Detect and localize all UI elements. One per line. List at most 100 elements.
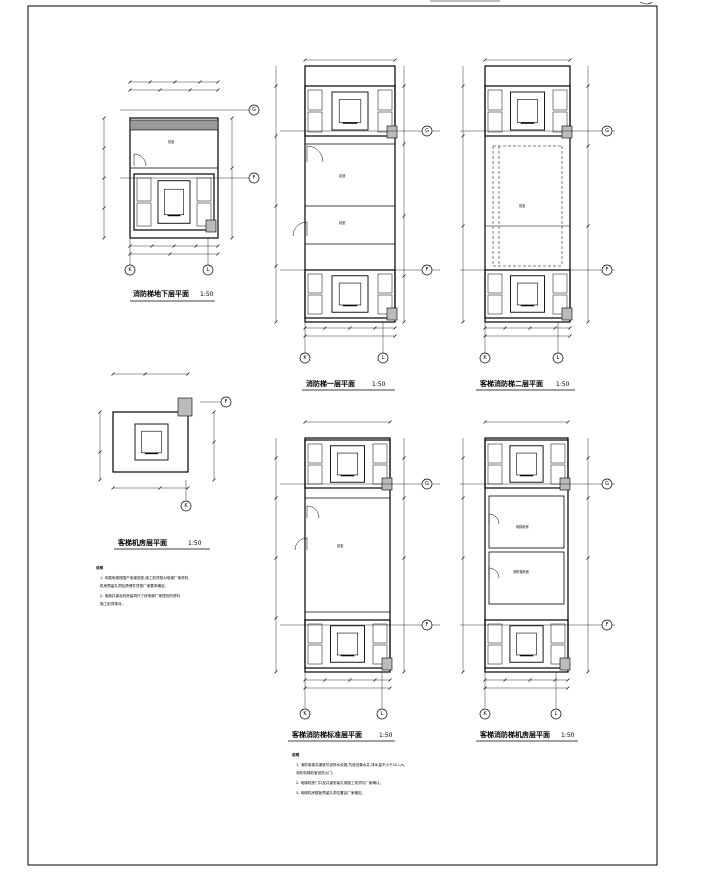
grid-bubble: [421, 264, 433, 276]
dimension-tick: [98, 450, 102, 454]
notes-left: 说明 1. 本图电梯按国产电梯选型,施工前须核对电梯厂家资料, 机房预留孔洞及预…: [96, 565, 190, 606]
dimension-tick: [148, 80, 152, 84]
elevator-car: [509, 445, 544, 483]
grid-bubble: [479, 352, 491, 364]
counterweight: [487, 273, 503, 294]
room-label-machine-2: 消防梯机房: [513, 569, 529, 574]
door-swing: [294, 537, 308, 551]
counterweight: [487, 111, 503, 133]
shaft-outline: [304, 619, 391, 669]
door-swing: [306, 145, 324, 163]
scale-floor2: 1:50: [556, 381, 570, 388]
counterweight: [377, 273, 393, 294]
notes-bottom-line: 3. 电梯机房楼板预留孔洞位置由厂家确定。: [296, 790, 365, 795]
dimension-tick: [461, 670, 465, 674]
dimension-tick: [388, 420, 392, 424]
elevator-car-inner: [164, 188, 184, 216]
dimension-tick: [102, 236, 106, 240]
grid-label: K: [303, 711, 307, 717]
grid-label: G: [425, 481, 429, 487]
grid-label: K: [483, 355, 487, 361]
counterweight: [552, 89, 568, 111]
grid-label: L: [382, 355, 385, 361]
dimension-tick: [102, 176, 106, 180]
elevator-car-inner: [336, 632, 358, 656]
dimension-tick: [461, 556, 465, 560]
title-floor2: 客梯消防梯二层平面: [479, 379, 543, 388]
counterweight: [487, 464, 503, 485]
elevator-car: [330, 445, 365, 483]
grid-label: L: [381, 711, 384, 717]
dimension-tick: [586, 144, 590, 148]
dimension-tick: [323, 678, 327, 682]
shaft-outline: [133, 173, 215, 231]
dimension-tick: [216, 80, 220, 84]
dimension-tick: [348, 326, 352, 330]
scale-typical: 1:50: [379, 732, 393, 739]
dimension-tick: [274, 496, 278, 500]
dimension-tick: [198, 80, 202, 84]
dimension-tick: [393, 58, 397, 62]
machine-room-2: [488, 551, 565, 605]
notes-bottom-heading: 说明: [292, 752, 300, 757]
dimension-tick: [230, 116, 234, 120]
counterweight: [136, 177, 152, 202]
grid-bubble: [421, 478, 433, 490]
counterweight: [487, 294, 503, 315]
grid-bubble: [550, 708, 562, 720]
counterweight: [552, 111, 568, 133]
notes-left-line: 机房预留孔洞及预埋件须按厂家要求确定。: [100, 583, 168, 588]
dimension-tick: [303, 58, 307, 62]
door-swing: [488, 513, 500, 525]
dimension-tick: [274, 616, 278, 620]
shaft-outline: [304, 269, 396, 319]
grid-bubble: [299, 352, 311, 364]
dimension-tick: [483, 420, 487, 424]
dimension-tick: [348, 678, 352, 682]
scale-floor1: 1:50: [372, 381, 386, 388]
dimension-tick: [528, 326, 532, 330]
dimension-tick: [586, 670, 590, 674]
notes-left-line: 1. 本图电梯按国产电梯选型,施工前须核对电梯厂家资料,: [100, 575, 190, 580]
dimension-tick: [168, 252, 172, 256]
elevator-car: [331, 275, 369, 313]
elevator-car-inner: [516, 99, 538, 123]
elevator-car-inner: [516, 452, 537, 476]
dimension-tick: [373, 678, 377, 682]
elevator-car: [330, 625, 365, 663]
dimension-tick: [566, 686, 570, 690]
dimension-tick: [102, 146, 106, 150]
dimension-tick: [194, 244, 198, 248]
counterweight: [550, 644, 566, 665]
dimension-tick: [274, 204, 278, 208]
dimension-tick: [553, 326, 557, 330]
dimension-tick: [172, 244, 176, 248]
door-swing: [292, 221, 308, 237]
grid-bubble-g: G: [252, 107, 256, 113]
column-hatch: [559, 657, 571, 671]
dimension-tick: [216, 244, 220, 248]
grid-bubble-f: F: [253, 175, 256, 181]
elevator-car-inner: [336, 452, 358, 476]
door-swing: [306, 505, 320, 519]
counterweight: [307, 273, 323, 294]
grid-label: K: [128, 267, 132, 273]
dimension-tick: [98, 478, 102, 482]
title-basement: 消防梯地下层平面: [133, 289, 189, 298]
column-hatch: [386, 307, 398, 321]
counterweight: [307, 89, 323, 111]
dimension-tick: [503, 326, 507, 330]
elevator-car-inner: [516, 632, 537, 656]
dimension-tick: [274, 84, 278, 88]
counterweight: [550, 623, 566, 644]
counterweight: [487, 89, 503, 111]
dimension-tick: [393, 326, 397, 330]
dimension-tick: [111, 372, 115, 376]
grid-label: F: [606, 267, 609, 273]
dimension-tick: [402, 670, 406, 674]
notes-left-heading: 说明: [96, 565, 104, 570]
room-label-basement: 前室: [168, 139, 174, 144]
dimension-tick: [102, 206, 106, 210]
dimension-tick: [402, 556, 406, 560]
grid-bubble: [248, 172, 260, 184]
